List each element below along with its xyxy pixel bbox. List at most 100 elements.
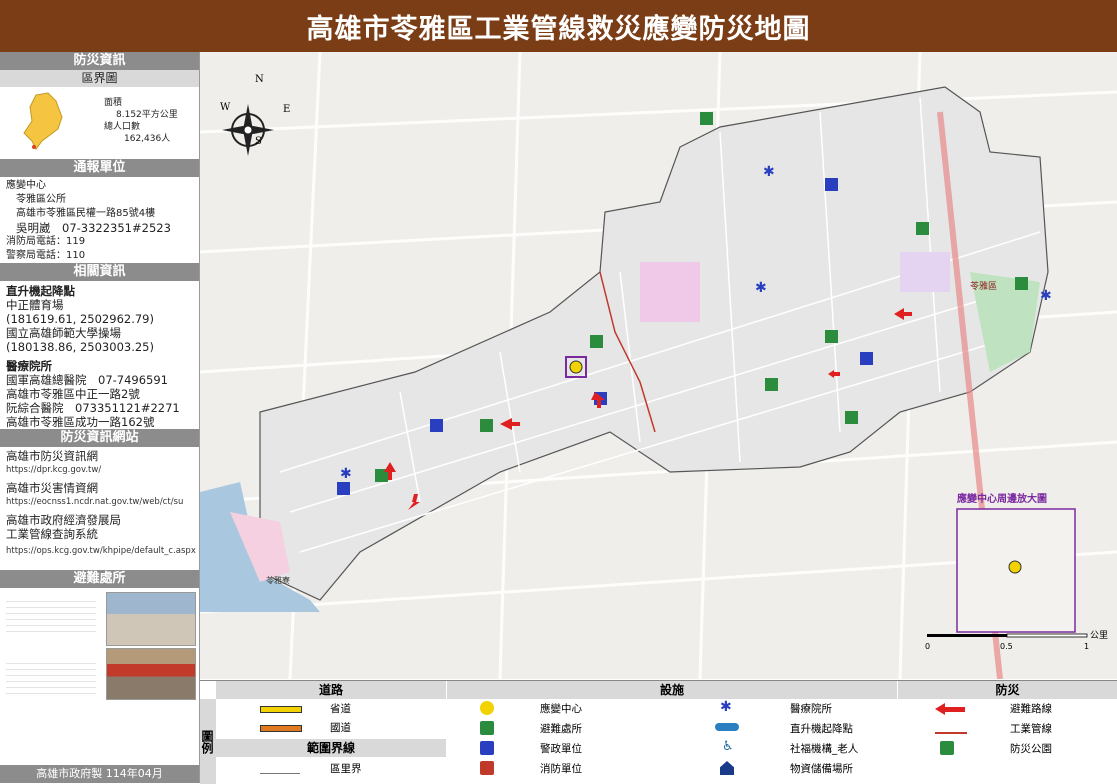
report-line-3: 高雄市苓雅區民權一路85號4樓 [16,208,156,219]
district-map-block: 面積 8.152平方公里 總人口數 162,436人 [0,87,199,159]
scale-bar-segment-2 [1006,633,1088,638]
legend-facility-1: 應變中心 [540,703,582,715]
scale-tick-1: 1 [1084,642,1089,651]
legend-disaster-1: 避難路線 [1010,703,1052,715]
report-line-2: 苓雅區公所 [16,194,66,205]
shelter-icon [700,112,713,125]
route-arrow-head-icon [935,703,945,715]
medical-icon: ✱ [763,164,775,180]
legend-disaster-header: 防災 [898,681,1117,699]
medical-icon: ✱ [1040,288,1052,304]
shelter-icon [590,335,603,348]
hospital-title: 醫療院所 [6,359,52,373]
harbor-water [200,482,320,612]
web-3-url[interactable]: https://ops.kcg.gov.tw/khpipe/default_c.… [6,546,196,556]
district-streets [279,96,1041,553]
hospital-line-1: 國軍高雄總醫院 07-7496591 [6,373,168,387]
info-panel: 防災資訊 區界圖 面積 8.152平方公里 總人口數 162,436人 通報單位… [0,52,200,783]
hospital-line-3: 阮綜合醫院 073351121#2271 [6,401,180,415]
report-line-4: 吳明崴 07-3322351#2523 [16,221,171,235]
web-2-url[interactable]: https://eocnss1.ncdr.nat.gov.tw/web/ct/s… [6,497,184,507]
legend-boundary-header: 範圍界線 [216,739,446,757]
evacuation-arrow-icon [500,418,520,430]
area-value: 8.152平方公里 [116,110,178,120]
police-icon [825,178,838,191]
heli-line-2: (181619.61, 2502962.79) [6,312,154,326]
compass-w: W [220,102,231,113]
shelter-2-photo [106,648,196,700]
heli-line-1: 中正體育場 [6,298,64,312]
legend-facility-6: 直升機起降點 [790,723,853,735]
evacuation-arrows [384,308,912,510]
medical-icon: ✱ [720,699,732,715]
medical-icon: ✱ [340,466,352,482]
district-boundary [259,86,1049,601]
web-3-title-2: 工業管線查詢系統 [6,527,98,541]
emergency-center-icon [569,360,583,374]
section-header-disaster-info: 防災資訊 [0,52,199,70]
shelter-icon [480,721,494,735]
emergency-center-icon [480,701,494,715]
legend-disaster-2: 工業管線 [1010,723,1052,735]
compass-rose-icon [222,104,274,156]
legend-road-1: 省道 [330,703,351,715]
section-header-reporting: 通報單位 [0,159,199,177]
evacuation-route-icon [945,706,965,712]
inset-emergency-center-icon [1008,560,1022,574]
port-label: 苓雅寮 [266,575,290,585]
compass-s: S [255,136,262,147]
evacuation-arrow-icon [408,494,420,510]
evacuation-arrow-icon [894,308,912,320]
port-area [230,512,290,582]
hospital-line-2: 高雄市苓雅區中正一路2號 [6,387,140,401]
campus-area-2 [900,252,950,292]
police-icon [480,741,494,755]
district-marker-icon [32,145,36,149]
section-header-websites: 防災資訊網站 [0,429,199,447]
police-icon [430,419,443,432]
medical-icons: ✱ ✱ ✱ ✱ [340,164,1052,482]
heli-line-4: (180138.86, 2503003.25) [6,340,154,354]
legend: 圖例 道路 設施 防災 省道 國道 範圍界線 區里界 應變中心 避難處所 警政單… [200,680,1117,784]
heli-title: 直升機起降點 [6,284,75,298]
legend-disaster-3: 防災公園 [1010,743,1052,755]
web-1-url[interactable]: https://dpr.kcg.gov.tw/ [6,465,102,475]
legend-side-label: 圖例 [200,699,216,784]
shelter-icon [845,411,858,424]
legend-facility-8: 物資儲備場所 [790,763,853,775]
shelter-1-caption-block [6,596,96,636]
park-area [970,272,1040,372]
legend-road-header: 道路 [216,681,447,699]
supply-storage-icon [720,761,734,775]
section-header-related: 相關資訊 [0,263,199,281]
legend-road-2: 國道 [330,722,351,734]
legend-facility-4: 消防單位 [540,763,582,775]
provincial-road-swatch [260,705,302,713]
police-icon [860,352,873,365]
shelter-icon [825,330,838,343]
report-line-5: 消防局電話：119 [6,236,86,247]
compass-e: E [283,104,290,115]
evacuation-arrow-icon [591,392,605,408]
report-line-6: 警察局電話：110 [6,250,86,261]
police-icon [337,482,350,495]
section-header-shelters: 避難處所 [0,570,199,588]
map-canvas[interactable]: N S E W 苓雅區 苓雅寮 ✱ ✱ [200,52,1117,679]
shelter-icons [375,112,1028,482]
disaster-park-icon [940,741,954,755]
campus-area [640,262,700,322]
heli-line-3: 國立高雄師範大學操場 [6,326,121,340]
district-map-header: 區界圖 [0,70,199,87]
shelter-2-caption-block [6,658,96,696]
map-title: 高雄市苓雅區工業管線救災應變防災地圖 [0,0,1117,52]
scale-unit: 公里 [1090,630,1108,641]
shelter-icon [480,419,493,432]
compass-n: N [255,74,264,85]
district-outline-map [23,92,63,150]
web-2-title: 高雄市災害情資網 [6,481,98,495]
web-1-title: 高雄市防災資訊網 [6,449,98,463]
hospital-line-4: 高雄市苓雅區成功一路162號 [6,415,155,429]
emergency-center-highlight [565,356,587,378]
report-line-1: 應變中心 [6,180,46,191]
legend-facility-7: 社福機構_老人 [790,743,859,755]
